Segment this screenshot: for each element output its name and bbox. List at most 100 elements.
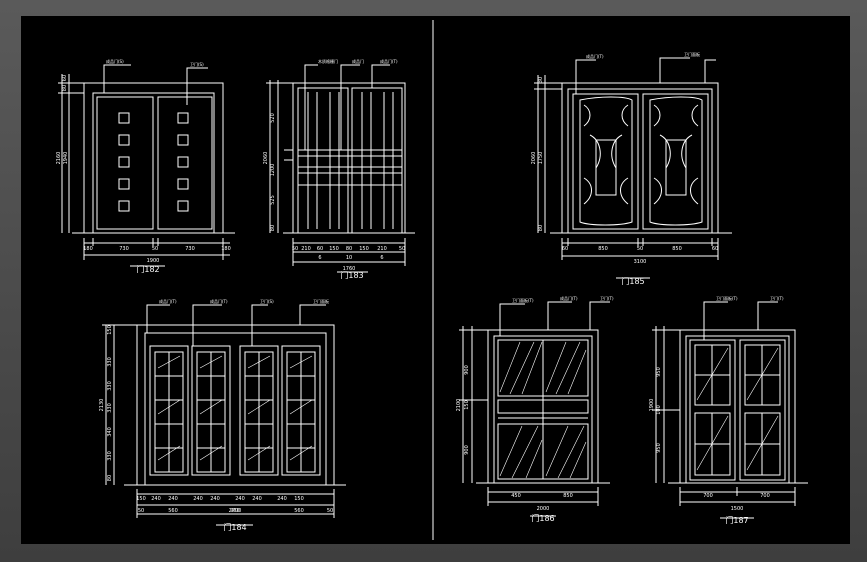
- door-185-elevation: [534, 57, 732, 279]
- d4-callout: 成品门(T): [210, 298, 228, 304]
- d2-dim-left: 2160: [56, 152, 62, 165]
- door-186-panels: [497, 339, 589, 480]
- d3-callout: 木质格栅门: [318, 58, 338, 64]
- d6-dim-bottom: 450: [511, 493, 521, 499]
- d2-dim-left: 1940: [63, 152, 69, 165]
- d5-dim-left: 2060: [531, 152, 537, 165]
- d5-dim-bottom: 60: [562, 246, 568, 252]
- door-187-glass-panels: [694, 344, 781, 476]
- d6-dim-total: 2000: [537, 506, 550, 512]
- d2-dim-left: 60: [62, 75, 68, 81]
- d5-dim-bottom: 60: [712, 246, 718, 252]
- d2-dim-bottom: 180: [83, 246, 93, 252]
- d6-callout: 卫门(T): [600, 295, 614, 301]
- d3-dim-sub: 6: [380, 255, 383, 261]
- d4-dim-left: 330: [107, 403, 113, 413]
- d4-dim-total: 2700: [229, 508, 242, 514]
- d4-dim-sub: 50: [138, 508, 144, 514]
- d4-dim-bottom: 240: [252, 496, 262, 502]
- d7-dim-left: 100: [656, 405, 662, 415]
- d3-dim-bottom: 210: [301, 246, 311, 252]
- d5-dim-left: 80: [538, 225, 544, 231]
- d4-dim-bottom: 240: [235, 496, 245, 502]
- d3-dim-left: 80: [270, 225, 276, 231]
- d3-label: 门183: [340, 270, 363, 280]
- d3-dim-bottom: 210: [377, 246, 387, 252]
- d7-dim-total: 1500: [731, 506, 744, 512]
- d3-dim-total: 1760: [343, 266, 356, 272]
- d3-dim-bottom: 150: [359, 246, 369, 252]
- d7-dim-bottom: 700: [703, 493, 713, 499]
- door-185-ornament: [579, 96, 703, 226]
- d3-dim-left: 1200: [270, 164, 276, 177]
- door-182-elevation: [58, 64, 235, 267]
- d6-label: 门186: [531, 513, 554, 523]
- d4-dim-bottom: 240: [277, 496, 287, 502]
- d7-label: 门187: [725, 515, 748, 525]
- d7-dim-left: 950: [656, 367, 662, 377]
- d6-dim-left: 900: [464, 365, 470, 375]
- d4-dim-left: 2130: [99, 399, 105, 412]
- d4-dim-bottom: 150: [136, 496, 146, 502]
- d4-dim-bottom: 150: [294, 496, 304, 502]
- d2-dim-total: 1900: [147, 258, 160, 264]
- d6-dim-left: 150: [464, 400, 470, 410]
- d4-dim-bottom: 240: [151, 496, 161, 502]
- door-183-elevation: [266, 64, 415, 273]
- d5-callout: 卫门面板: [684, 51, 700, 57]
- d6-callout: 成品门(T): [560, 295, 578, 301]
- d2-dim-left: 80: [62, 85, 68, 91]
- d4-dim-bottom: 240: [193, 496, 203, 502]
- d3-dim-bottom: 80: [346, 246, 352, 252]
- door-184-elevation: [102, 304, 346, 526]
- d4-dim-sub: 50: [327, 508, 333, 514]
- d3-dim-left: 520: [270, 113, 276, 123]
- d7-callout: 卫门面板(T): [716, 295, 738, 301]
- d4-dim-left: 330: [107, 451, 113, 461]
- d2-dim-bottom: 180: [221, 246, 231, 252]
- d3-dim-bottom: 50: [399, 246, 405, 252]
- d7-callout: 卫门(T): [770, 295, 784, 301]
- door-182-square-panels: [118, 112, 189, 212]
- d5-dim-bottom: 850: [598, 246, 608, 252]
- d7-dim-bottom: 700: [760, 493, 770, 499]
- d4-dim-sub: 560: [168, 508, 178, 514]
- d6-dim-bottom: 850: [563, 493, 573, 499]
- d4-callout: 卫门面板: [313, 298, 329, 304]
- d6-dim-left: 900: [464, 445, 470, 455]
- d4-dim-bottom: 240: [168, 496, 178, 502]
- door-186-elevation: [459, 301, 610, 517]
- d2-label: 门182: [136, 264, 159, 274]
- d6-callout: 卫门面板(T): [512, 297, 534, 303]
- d7-dim-left: 950: [656, 443, 662, 453]
- d5-dim-left: 30: [538, 77, 544, 83]
- d4-callout: 卫门(S): [260, 298, 274, 304]
- d5-dim-bottom: 850: [672, 246, 682, 252]
- d4-callout: 成品门(T): [159, 298, 177, 304]
- d4-dim-sub: 560: [294, 508, 304, 514]
- d5-label: 门185: [621, 276, 644, 286]
- d2-dim-bottom: 730: [185, 246, 195, 252]
- drawing-svg: 180730507301801900608021601940门182成品门(S)…: [56, 20, 808, 540]
- d4-label: 门184: [223, 522, 246, 532]
- door-183-grille-bars: [298, 92, 402, 229]
- door-187-elevation: [652, 301, 808, 519]
- d5-callout: 成品门(T): [586, 53, 604, 59]
- d3-dim-left: 2060: [263, 152, 269, 165]
- d3-dim-bottom: 60: [317, 246, 323, 252]
- d3-dim-left: 525: [270, 195, 276, 205]
- d5-dim-total: 3100: [634, 259, 647, 265]
- d4-dim-left: 80: [107, 475, 113, 481]
- d4-dim-left: 330: [107, 381, 113, 391]
- d5-dim-bottom: 50: [637, 246, 643, 252]
- d4-dim-bottom: 240: [210, 496, 220, 502]
- d7-dim-left: 1900: [649, 399, 655, 412]
- d3-callout: 成品门(T): [380, 58, 398, 64]
- d3-callout: 成品门: [352, 58, 364, 64]
- d4-dim-left: 340: [107, 427, 113, 437]
- d3-dim-sub: 10: [346, 255, 352, 261]
- door-184-glass-leaves: [149, 345, 321, 476]
- d6-dim-left: 2100: [456, 399, 462, 412]
- d2-callout: 成品门(S): [106, 58, 124, 64]
